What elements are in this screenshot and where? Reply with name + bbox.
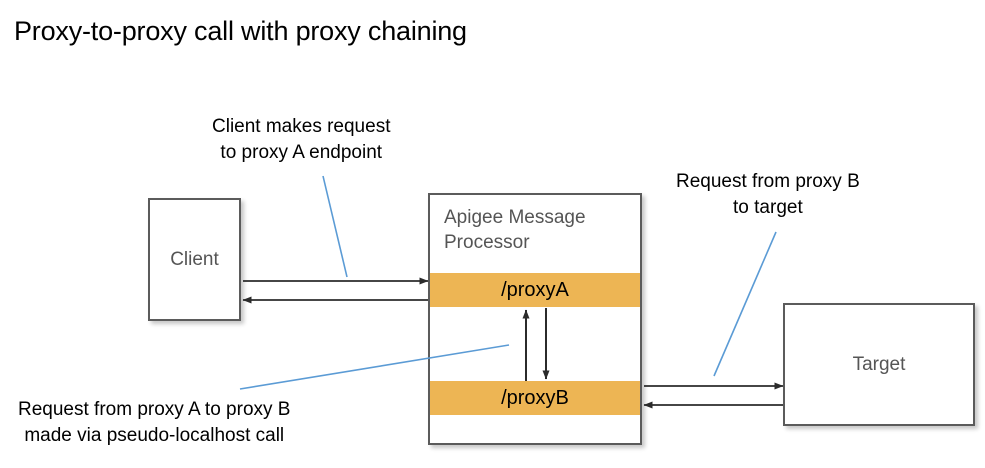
callout-target-request: Request from proxy B to target (676, 169, 860, 221)
leader-line-target-request (713, 231, 777, 377)
band-proxy-a-label: /proxyA (501, 278, 569, 301)
callout-target-request-line2: to target (733, 197, 803, 218)
node-message-processor-label: Apigee Message Processor (444, 207, 586, 253)
callout-proxy-chaining-line1: Request from proxy A to proxy B (18, 399, 291, 420)
band-proxy-a[interactable]: /proxyA (430, 273, 640, 307)
node-message-processor[interactable]: Apigee Message Processor /proxyA /proxyB (428, 193, 642, 445)
callout-client-request-line2: to proxy A endpoint (220, 142, 383, 163)
node-target-label: Target (852, 353, 906, 375)
node-client-label: Client (170, 248, 219, 270)
callout-proxy-chaining: Request from proxy A to proxy B made via… (18, 397, 290, 449)
leader-line-client-request (322, 175, 348, 278)
page-title: Proxy-to-proxy call with proxy chaining (14, 16, 467, 46)
callout-proxy-chaining-line2: made via pseudo-localhost call (24, 425, 285, 446)
band-proxy-b-label: /proxyB (501, 386, 569, 409)
band-proxy-b[interactable]: /proxyB (430, 381, 640, 415)
node-target[interactable]: Target (783, 303, 975, 426)
callout-client-request: Client makes request to proxy A endpoint (212, 114, 390, 166)
node-client[interactable]: Client (148, 198, 241, 321)
callout-target-request-line1: Request from proxy B (676, 171, 860, 192)
callout-client-request-line1: Client makes request (212, 116, 391, 137)
